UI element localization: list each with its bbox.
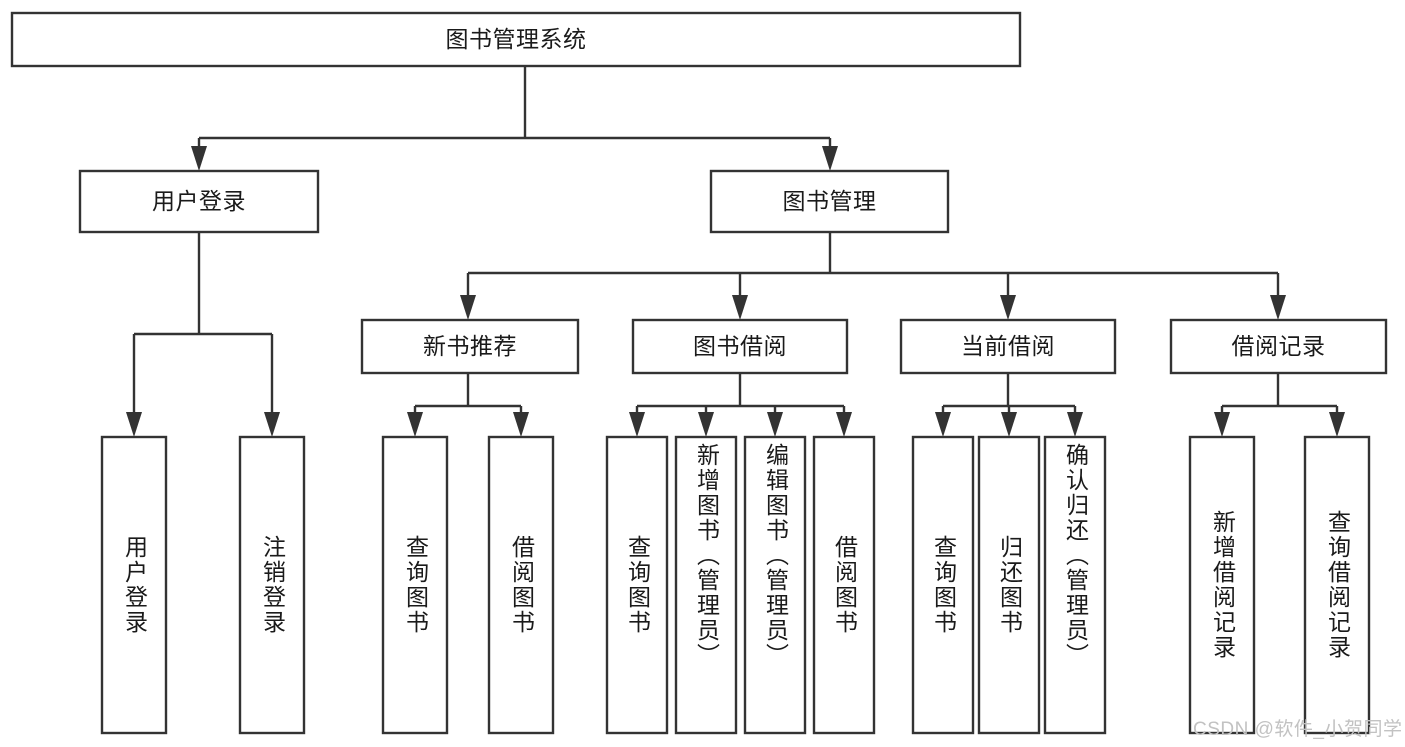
leaf-edit-book[interactable] (743, 435, 807, 735)
leaf-return-book[interactable] (977, 435, 1041, 735)
csdn-watermark: CSDN @软件_小贺同学 (1193, 719, 1403, 740)
leaf-query-book-3[interactable] (911, 435, 975, 735)
leaf-confirm-return[interactable] (1043, 435, 1107, 735)
node-book-management[interactable] (709, 169, 950, 234)
leaf-logout[interactable] (238, 435, 306, 735)
connector-root-to-level2 (191, 66, 838, 171)
leaf-borrow-book-1[interactable] (487, 435, 555, 735)
node-user-login[interactable] (78, 169, 320, 234)
connector-borrowrecord-to-leaves (1214, 373, 1345, 437)
leaf-query-book-2[interactable] (605, 435, 669, 735)
leaf-add-book[interactable] (674, 435, 738, 735)
node-root[interactable] (10, 11, 1022, 68)
leaf-user-login[interactable] (100, 435, 168, 735)
leaf-borrow-book-2[interactable] (812, 435, 876, 735)
node-borrow-record[interactable] (1169, 318, 1388, 375)
connector-userlogin-to-leaves (126, 232, 280, 437)
connector-currentborrow-to-leaves (935, 373, 1083, 437)
leaf-add-borrow-record[interactable] (1188, 435, 1256, 735)
node-new-book-recommend[interactable] (360, 318, 580, 375)
connector-bookmgmt-to-level3 (460, 232, 1286, 320)
connector-newbook-to-leaves (407, 373, 529, 437)
leaf-query-borrow-record[interactable] (1303, 435, 1371, 735)
connector-bookborrow-to-leaves (629, 373, 852, 437)
node-current-borrow[interactable] (899, 318, 1117, 375)
leaf-query-book-1[interactable] (381, 435, 449, 735)
node-book-borrow[interactable] (631, 318, 849, 375)
